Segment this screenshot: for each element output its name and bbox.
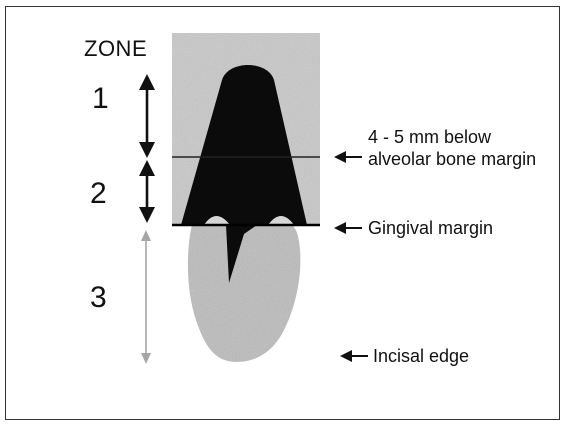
zone-heading: ZONE bbox=[84, 36, 147, 62]
tooth-crown bbox=[188, 225, 300, 362]
incisal-edge-label-arrow bbox=[340, 350, 368, 362]
incisal-edge-label: Incisal edge bbox=[373, 345, 469, 367]
gingival-margin-label-arrow bbox=[334, 222, 362, 234]
zone-2-label: 2 bbox=[90, 177, 107, 211]
bone-margin-label: 4 - 5 mm below alveolar bone margin bbox=[368, 126, 558, 170]
zone-2-arrow bbox=[139, 160, 155, 223]
zone-3-label: 3 bbox=[90, 281, 107, 315]
bone-margin-label-arrow bbox=[334, 151, 362, 163]
zone-3-arrow bbox=[141, 230, 151, 364]
zone-1-label: 1 bbox=[92, 82, 109, 116]
gingival-margin-label: Gingival margin bbox=[368, 217, 493, 239]
zone-1-arrow bbox=[139, 74, 155, 158]
